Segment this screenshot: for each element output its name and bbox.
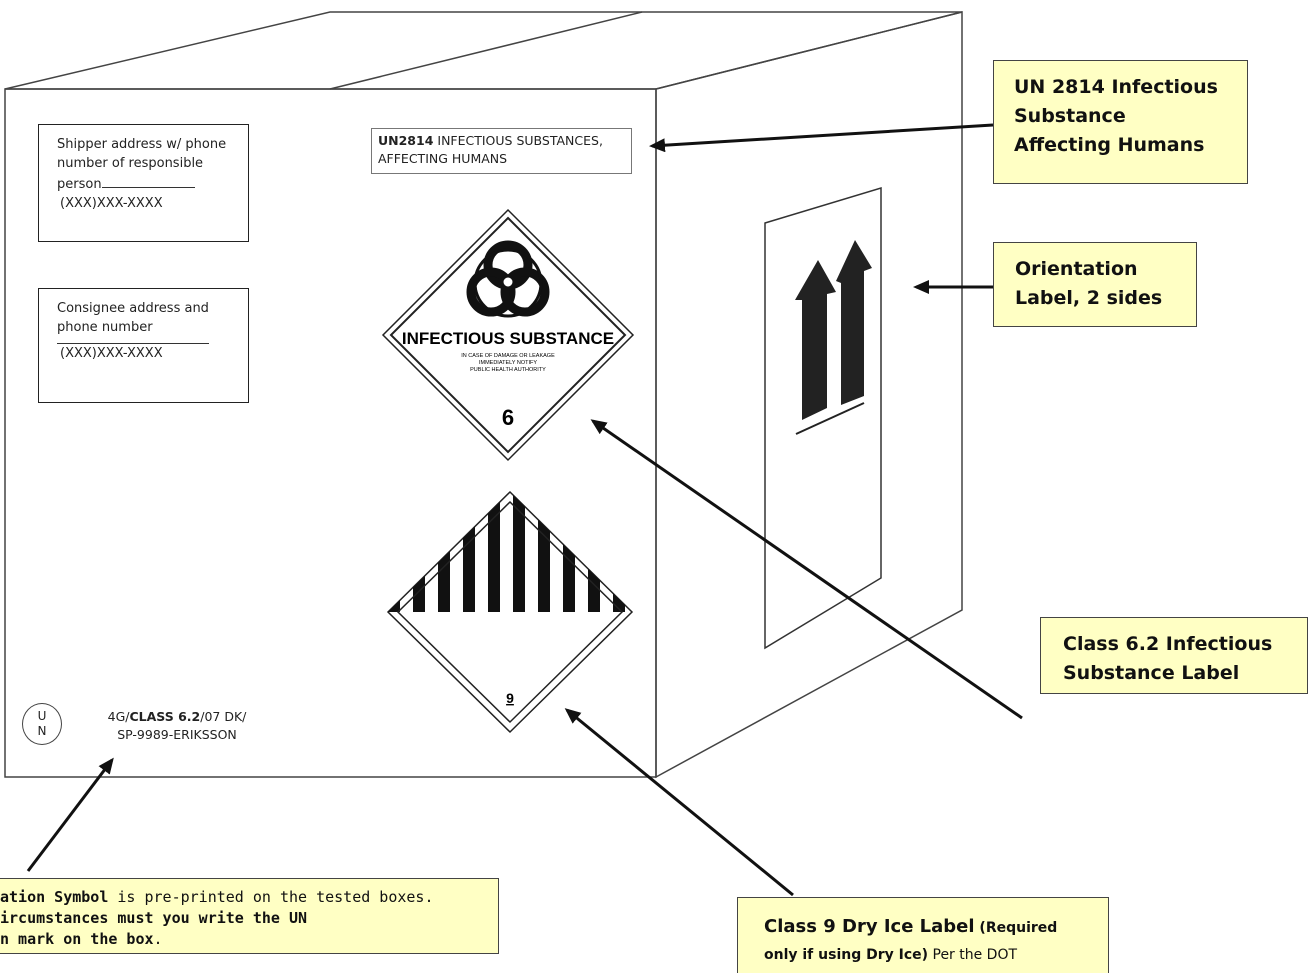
callout-orientation: Orientation Label, 2 sides [993,242,1197,327]
callout-class9-title: Class 9 Dry Ice Label [764,916,975,937]
callout-marking-bold-2: ircumstances must you write the UN [0,909,308,927]
callout-marking-text-1: is pre-printed on the tested boxes. [108,888,434,906]
orientation-label [764,186,882,650]
consignee-line-1: Consignee address and [57,301,209,316]
consignee-address-box: Consignee address and phone number (XXX)… [38,288,249,403]
consignee-phone: (XXX)XXX-XXXX [60,346,163,361]
consignee-line-2: phone number [57,320,153,335]
shipper-address-box: Shipper address w/ phone number of respo… [38,124,249,242]
infectious-label-notice-2: IMMEDIATELY NOTIFY [479,360,537,366]
shipper-line-2: number of responsible [57,156,204,171]
callout-class62: Class 6.2 Infectious Substance Label [1040,617,1308,694]
arrow-to-un-mark [649,123,994,153]
box-outline [4,11,963,779]
callout-orientation-line-1: Orientation [1015,258,1138,280]
callout-class9-required: (Required [974,920,1058,936]
callout-un-marking-note: ation Symbol is pre-printed on the teste… [0,878,499,954]
un-symbol-bottom: N [37,724,47,738]
un-packaging-symbol: U N [22,703,62,745]
infectious-label-notice-3: PUBLIC HEALTH AUTHORITY [470,367,546,373]
consignee-blank-line [57,343,209,344]
infectious-substance-label: INFECTIOUS SUBSTANCE IN CASE OF DAMAGE O… [381,208,635,462]
callout-un2814-line-2: Substance [1014,105,1126,127]
un-spec-class: CLASS 6.2 [129,709,201,724]
callout-class9-dot: Per the DOT [928,947,1018,963]
box-side-face [655,11,963,779]
biohazard-icon [466,240,550,318]
up-arrows-icon [795,240,872,420]
shipper-phone: (XXX)XXX-XXXX [60,196,163,211]
infectious-label-class-number: 6 [502,405,514,430]
un-spec-suffix: /07 DK/ [200,709,247,724]
un-spec-text: 4G/CLASS 6.2/07 DK/ SP-9989-ERIKSSON [77,708,277,744]
arrow-to-un-spec [26,757,114,872]
un-spec-prefix: 4G/ [107,709,130,724]
shipper-line-3: person [57,177,102,192]
arrow-to-infectious-label [590,419,1023,720]
arrow-to-class9-label [564,708,794,897]
un-symbol-top: U [37,709,47,723]
callout-class9: Class 9 Dry Ice Label (Required only if … [737,897,1109,973]
callout-class62-line-2: Substance Label [1063,662,1240,684]
un-mark-code: UN2814 [378,133,434,148]
callout-class62-line-1: Class 6.2 Infectious [1063,633,1273,655]
shipper-blank-line [101,173,195,188]
un-mark-text-1: INFECTIOUS SUBSTANCES, [433,133,603,148]
callout-un2814: UN 2814 Infectious Substance Affecting H… [993,60,1248,184]
un-mark-text-2: AFFECTING HUMANS [378,151,508,166]
callout-orientation-line-2: Label, 2 sides [1015,287,1163,309]
shipper-line-1: Shipper address w/ phone [57,137,227,152]
callout-marking-bold-1: ation Symbol [0,888,109,906]
callout-marking-bold-3: n mark on the box [0,930,154,948]
infectious-label-title: INFECTIOUS SUBSTANCE [402,329,614,348]
orientation-underline [795,402,865,435]
callout-marking-text-3: . [153,930,163,948]
un-specification-marking: U N 4G/CLASS 6.2/07 DK/ SP-9989-ERIKSSON [22,703,292,749]
callout-arrows [26,123,1023,897]
un2814-mark: UN2814 INFECTIOUS SUBSTANCES, AFFECTING … [371,128,632,174]
un-spec-line2: SP-9989-ERIKSSON [117,727,237,742]
callout-un2814-line-3: Affecting Humans [1014,134,1205,156]
class9-label-number: 9 [506,690,514,706]
class9-dry-ice-label: 9 [386,490,634,734]
callout-un2814-line-1: UN 2814 Infectious [1014,76,1218,98]
callout-class9-condition: only if using Dry Ice) [764,947,929,963]
box-top-flap-seam [329,11,643,90]
infectious-label-notice-1: IN CASE OF DAMAGE OR LEAKAGE [461,353,555,359]
